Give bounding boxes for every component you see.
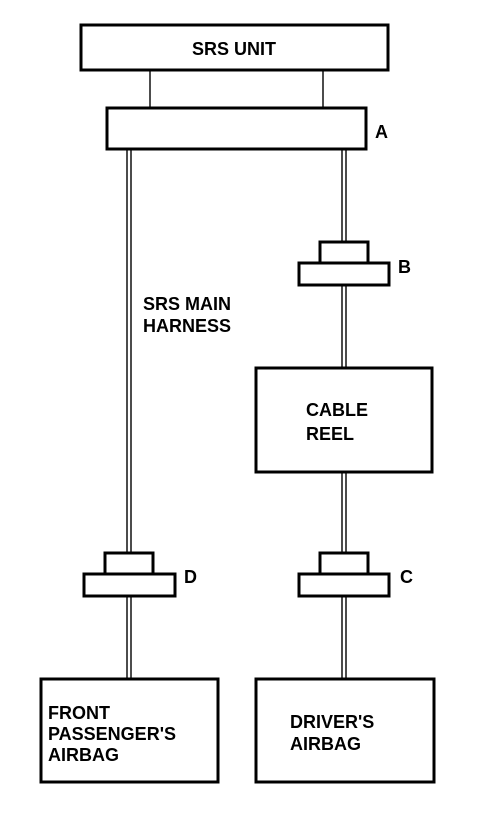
passenger-airbag-label-line1: FRONT xyxy=(48,703,110,723)
connector-c-label: C xyxy=(400,567,413,587)
passenger-airbag-label-line3: AIRBAG xyxy=(48,745,119,765)
driver-airbag-box xyxy=(254,677,436,784)
connector-d xyxy=(82,551,177,598)
wire-d-to-passenger-airbag xyxy=(126,596,132,679)
passenger-airbag-label-line2: PASSENGER'S xyxy=(48,724,176,744)
connector-b-label: B xyxy=(398,257,411,277)
connector-d-label: D xyxy=(184,567,197,587)
wire-unit-to-a xyxy=(149,70,324,108)
srs-unit-label: SRS UNIT xyxy=(192,39,276,59)
driver-airbag-label-line2: AIRBAG xyxy=(290,734,361,754)
connector-a-label: A xyxy=(375,122,388,142)
front-passenger-airbag-box xyxy=(39,677,220,784)
wire-c-to-driver-airbag xyxy=(341,596,347,679)
connector-b xyxy=(297,240,391,287)
cable-reel-box xyxy=(254,366,434,474)
wire-b-to-cable-reel xyxy=(341,285,347,368)
cable-reel-label-line2: REEL xyxy=(306,424,354,444)
connector-c xyxy=(297,551,391,598)
wire-cable-reel-to-c xyxy=(341,472,347,553)
harness-label-line1: SRS MAIN xyxy=(143,294,231,314)
harness-label-line2: HARNESS xyxy=(143,316,231,336)
connector-a xyxy=(105,106,368,151)
driver-airbag-label-line1: DRIVER'S xyxy=(290,712,374,732)
wire-a-to-d xyxy=(126,149,132,553)
srs-unit-box xyxy=(79,23,390,72)
wire-a-to-b xyxy=(341,149,347,242)
cable-reel-label-line1: CABLE xyxy=(306,400,368,420)
